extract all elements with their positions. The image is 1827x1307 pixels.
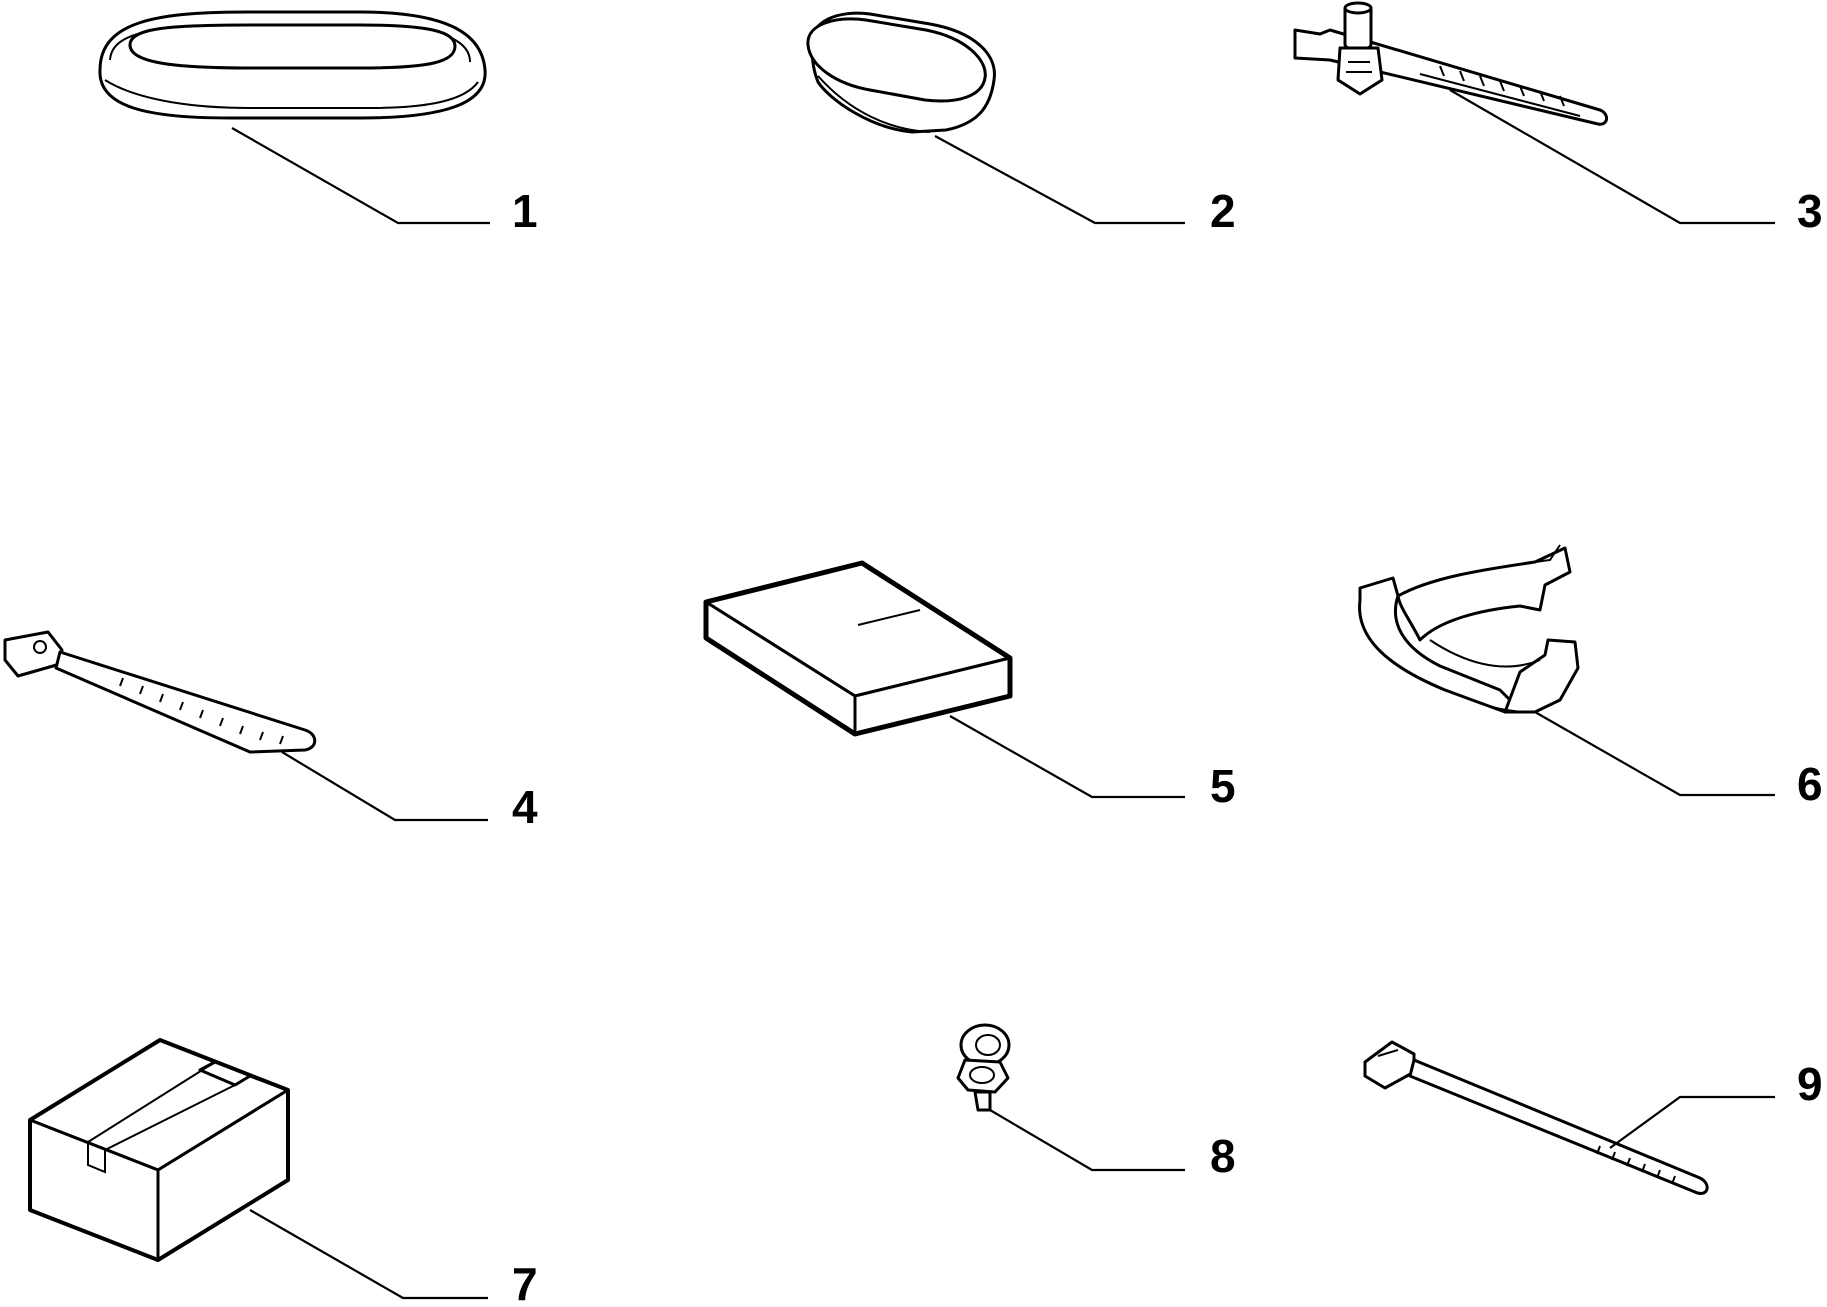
callout-4: 4 <box>512 781 538 833</box>
callout-5: 5 <box>1210 760 1236 812</box>
leader-6 <box>1534 711 1775 797</box>
leader-1 <box>231 127 490 225</box>
part-2-plug <box>806 11 996 134</box>
callout-8: 8 <box>1210 1130 1236 1182</box>
callout-9: 9 <box>1797 1058 1823 1110</box>
part-6-pipe-clip <box>1358 544 1580 714</box>
callout-1: 1 <box>512 185 538 237</box>
leader-8 <box>989 1109 1185 1172</box>
callout-7: 7 <box>512 1258 538 1302</box>
leader-2 <box>934 135 1185 225</box>
part-3-tie-with-pin <box>1293 1 1608 126</box>
leader-3 <box>1449 89 1775 225</box>
leader-4 <box>281 751 488 822</box>
callout-2: 2 <box>1210 185 1236 237</box>
part-8-push-rivet <box>956 1023 1011 1112</box>
part-7-foam-block <box>28 1038 290 1262</box>
part-9-cable-tie <box>1363 1040 1709 1195</box>
leader-7 <box>249 1209 488 1300</box>
part-4-cable-tie <box>3 630 317 754</box>
callout-3: 3 <box>1797 185 1823 237</box>
part-5-pad <box>703 560 1013 737</box>
part-1-grommet <box>98 10 487 120</box>
leader-9 <box>1609 1095 1775 1149</box>
leader-5 <box>949 715 1185 799</box>
callout-6: 6 <box>1797 758 1823 810</box>
